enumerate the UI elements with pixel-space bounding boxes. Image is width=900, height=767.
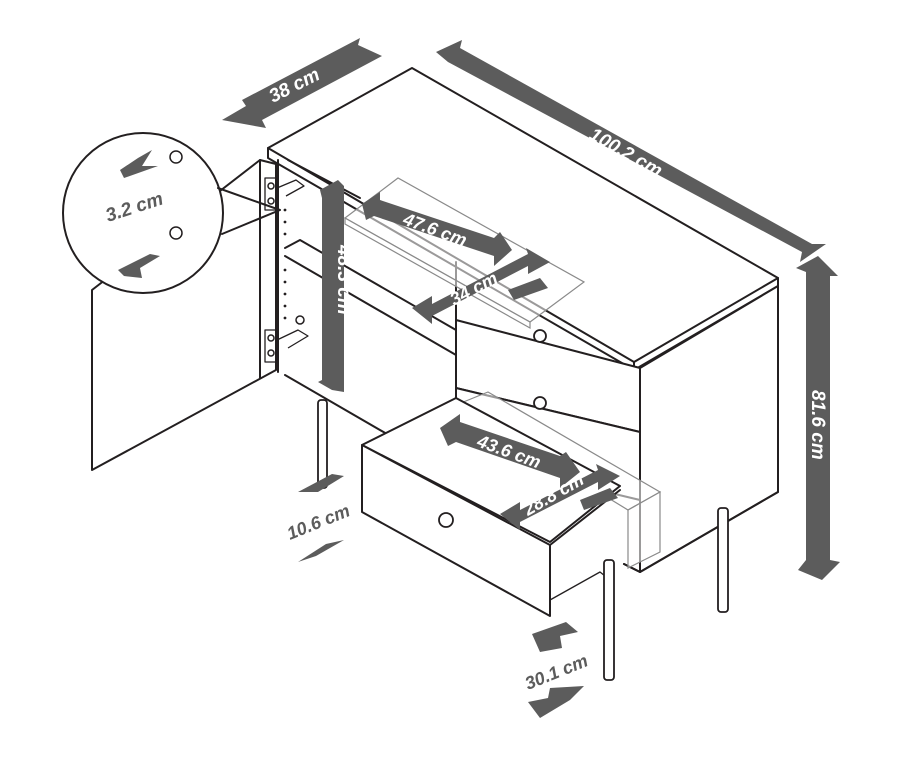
leg-icon: [317, 399, 328, 489]
pin-spacing-callout: 3.2 cm: [62, 132, 281, 294]
compartment-height-label: 48.3 cm: [333, 244, 354, 315]
width-label: 100.2 cm: [586, 124, 666, 182]
drawer-height-dimension: 10.6 cm: [284, 474, 353, 562]
knob-icon: [438, 512, 454, 528]
knob-icon: [533, 329, 547, 343]
leg-icon: [717, 507, 729, 613]
double-arrow-icon: [118, 254, 160, 278]
height-dimension: 81.6 cm: [796, 256, 840, 580]
shelf-pin-holes: [283, 208, 287, 320]
height-label: 81.6 cm: [807, 390, 828, 460]
drawer-height-label: 10.6 cm: [284, 500, 353, 543]
cabinet-body: [267, 67, 779, 573]
knob-icon: [533, 396, 547, 410]
open-door: [91, 159, 309, 471]
hinge-icon: [264, 315, 309, 363]
leg-height-dimension: 30.1 cm: [522, 622, 591, 718]
compartment-height-dimension: 48.3 cm: [318, 180, 354, 392]
legs: [317, 399, 729, 681]
double-arrow-icon: [120, 150, 158, 178]
leg-icon: [603, 559, 615, 681]
hinge-icon: [264, 177, 305, 211]
